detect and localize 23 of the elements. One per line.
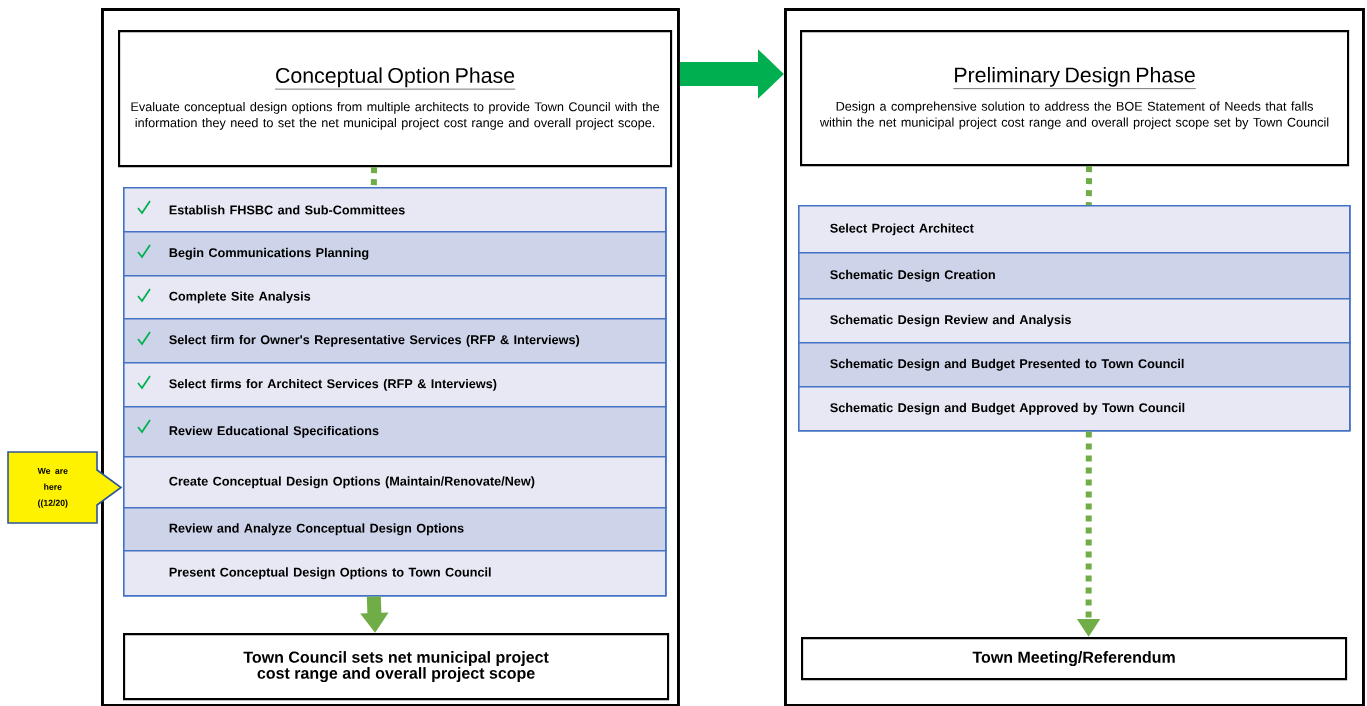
panel-frame [101, 8, 680, 706]
step-row: Select firms for Architect Services (RFP & Interviews) [123, 362, 667, 408]
step-row: Schematic Design Creation [798, 252, 1351, 300]
connector-line [370, 167, 378, 188]
step-row: Establish FHSBC and Sub-Committees [123, 187, 667, 233]
outcome-box: Town Council sets net municipal project cost range and overall project scope [123, 633, 670, 701]
step-row: Create Conceptual Design Options (Maintain/Renovate/New) [123, 456, 667, 509]
step-row: Review and Analyze Conceptual Design Options [123, 507, 667, 552]
step-row: Review Educational Specifications [123, 406, 667, 458]
step-row: Select firm for Owner's Representative Services (RFP & Interviews) [123, 318, 667, 364]
connector-line [1085, 166, 1093, 206]
step-row: Schematic Design and Budget Approved by Town Council [798, 386, 1351, 432]
here-callout: We are here ((12/20) [7, 451, 123, 524]
step-row: Schematic Design Review and Analysis [798, 298, 1351, 344]
step-row: Schematic Design and Budget Presented to Town Council [798, 342, 1351, 388]
step-row: Present Conceptual Design Options to Town Council [123, 550, 667, 597]
step-row: Begin Communications Planning [123, 231, 667, 277]
phase-header-box: Preliminary Design Phase Design a comprehensive solution to address the BOE Statement of Needs that falls within the net municipal project cost range and overall project scope set by Town Council [800, 30, 1350, 167]
step-row: Complete Site Analysis [123, 275, 667, 320]
outcome-box: Town Meeting/Referendum [801, 637, 1348, 681]
step-row: Select Project Architect [798, 205, 1351, 254]
panel-frame [784, 8, 1365, 706]
phase-header-box: Conceptual Option Phase Evaluate conceptual design options from multiple architects to provide Town Council with the information they need to set the net municipal project cost range and overall project scope. [118, 30, 673, 168]
